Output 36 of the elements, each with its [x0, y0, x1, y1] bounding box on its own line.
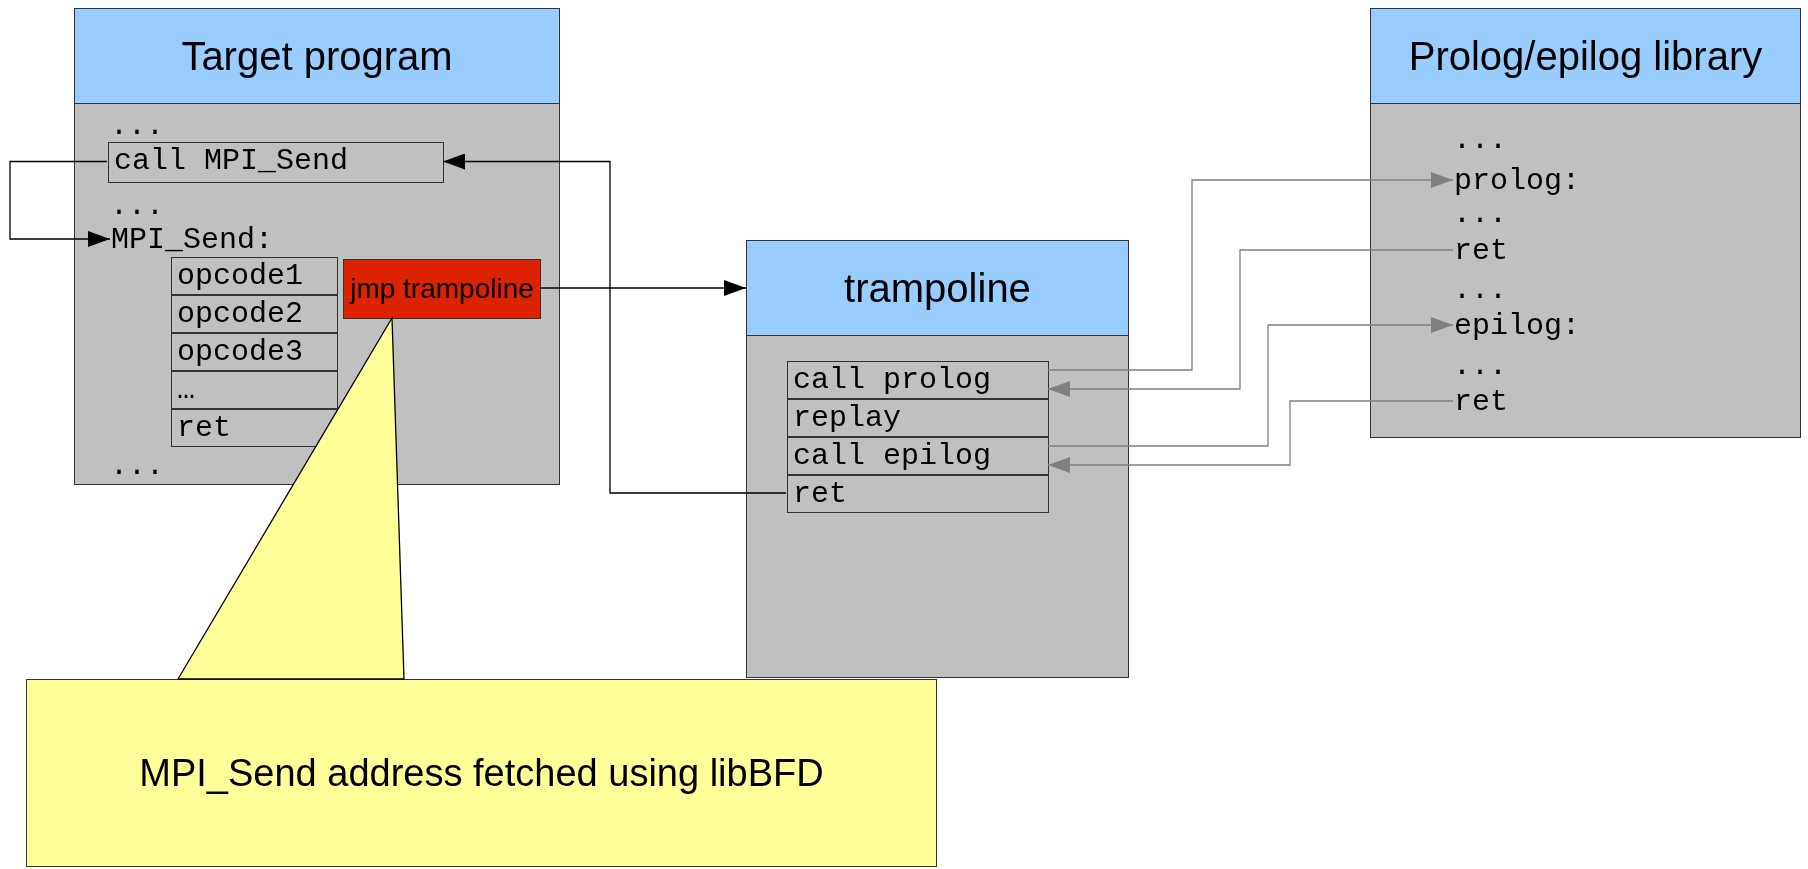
arrow	[1047, 400, 1454, 473]
arrow	[9, 160, 111, 247]
block-header: Prolog/epilog library	[1370, 8, 1801, 104]
code-label: ret	[1454, 233, 1508, 269]
code-label: MPI_Send:	[111, 222, 274, 258]
arrow	[539, 280, 747, 296]
arrow	[442, 153, 787, 494]
instruction-row: opcode1	[171, 257, 338, 295]
code-ellipsis: ...	[1453, 272, 1507, 308]
instruction-row: call epilog	[787, 437, 1049, 475]
memory-block	[746, 240, 1129, 678]
instruction-row: call MPI_Send	[108, 142, 444, 183]
instruction-row: opcode3	[171, 333, 338, 371]
code-ellipsis: ...	[110, 108, 164, 144]
instruction-row: …	[171, 371, 338, 409]
code-label: epilog:	[1454, 308, 1581, 344]
arrow	[1047, 172, 1454, 371]
code-ellipsis: ...	[110, 448, 164, 484]
code-label: ret	[1454, 384, 1508, 420]
memory-block	[74, 8, 560, 485]
callout-pointer	[176, 315, 405, 680]
arrow	[1047, 317, 1454, 447]
patch-instruction-box: jmp trampoline	[343, 259, 541, 319]
code-ellipsis: ...	[1453, 122, 1507, 158]
instruction-row: replay	[787, 399, 1049, 437]
memory-block	[1370, 8, 1801, 438]
code-label: prolog:	[1454, 163, 1581, 199]
instruction-row: ret	[787, 475, 1049, 513]
block-header: trampoline	[746, 240, 1129, 336]
block-header: Target program	[74, 8, 560, 104]
instruction-row: opcode2	[171, 295, 338, 333]
instruction-row: call prolog	[787, 361, 1049, 399]
code-ellipsis: ...	[1453, 196, 1507, 232]
code-ellipsis: ...	[110, 188, 164, 224]
arrow	[1047, 249, 1454, 397]
code-ellipsis: ...	[1453, 348, 1507, 384]
